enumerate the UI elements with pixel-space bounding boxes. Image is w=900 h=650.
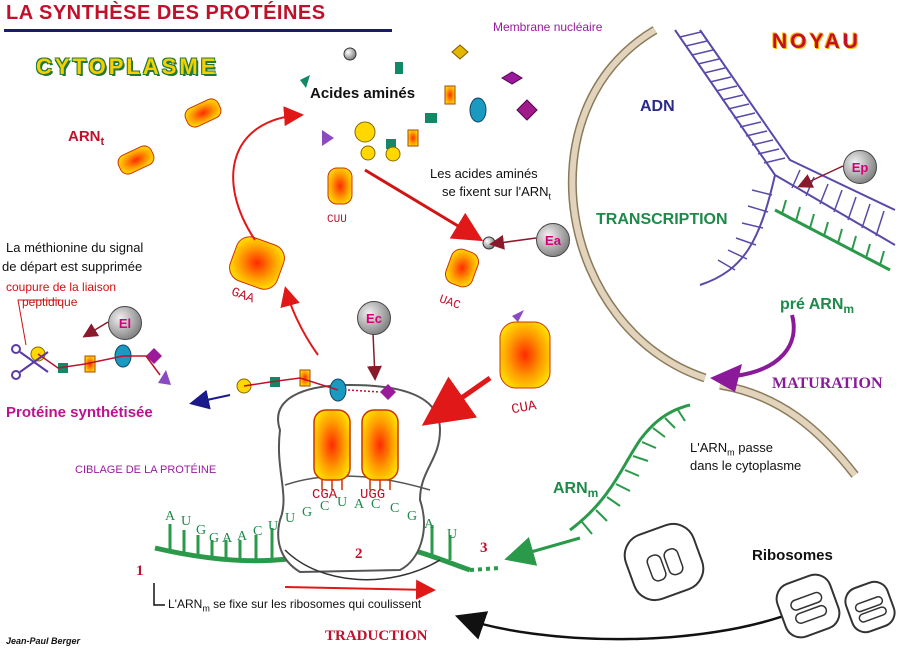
- svg-text:UAC: UAC: [437, 292, 462, 313]
- step-1-label: 1: [136, 563, 144, 579]
- svg-text:A: A: [222, 531, 233, 546]
- trna-label: ARNt: [68, 128, 105, 148]
- svg-text:U: U: [447, 527, 457, 542]
- svg-text:G: G: [407, 509, 417, 524]
- svg-text:A: A: [424, 517, 435, 532]
- methionine-note-line2: de départ est supprimée: [2, 259, 143, 274]
- mrna-pass-note-line1: L'ARNm passe: [690, 440, 773, 458]
- enzyme-ep: Ep: [843, 150, 877, 184]
- svg-text:G: G: [302, 505, 312, 520]
- peptide-cut-note-line2: peptidique: [22, 295, 78, 309]
- ribosomes-label: Ribosomes: [752, 547, 833, 564]
- trna-cuu-anticodon: CUU: [327, 214, 347, 226]
- enzyme-el: El: [108, 306, 142, 340]
- membrane-label: Membrane nucléaire: [493, 20, 603, 34]
- enzyme-ea: Ea: [536, 223, 570, 257]
- svg-text:GAA: GAA: [229, 284, 256, 306]
- aa-fix-note-line1: Les acides aminés: [430, 166, 538, 181]
- svg-text:A: A: [354, 497, 365, 512]
- svg-text:A: A: [165, 509, 176, 524]
- translation-label: TRADUCTION: [325, 628, 428, 644]
- aa-fix-note-line2: se fixent sur l'ARNt: [442, 184, 552, 202]
- svg-text:A: A: [237, 529, 248, 544]
- targeting-label: CIBLAGE DE LA PROTÉINE: [75, 464, 217, 476]
- author-credit: Jean-Paul Berger: [6, 636, 81, 646]
- svg-text:G: G: [209, 531, 219, 546]
- amino-acids-label: Acides aminés: [310, 85, 416, 102]
- svg-text:U: U: [285, 511, 295, 526]
- svg-text:C: C: [253, 524, 262, 539]
- svg-text:U: U: [337, 495, 347, 510]
- page-title: LA SYNTHÈSE DES PROTÉINES: [6, 2, 326, 24]
- ribosome-fix-note: L'ARNm se fixe sur les ribosomes qui cou…: [168, 597, 422, 614]
- title-underline: [4, 29, 392, 32]
- methionine-note-line1: La méthionine du signal: [6, 240, 144, 255]
- svg-text:C: C: [371, 497, 380, 512]
- svg-text:U: U: [268, 519, 278, 534]
- pre-mrna-label: pré ARNm: [780, 296, 855, 317]
- protein-label: Protéine synthétisée: [6, 404, 153, 421]
- step-2-label: 2: [355, 546, 363, 562]
- step-3-label: 3: [480, 540, 488, 556]
- nucleus-label: NOYAU: [772, 30, 861, 53]
- svg-text:UGG: UGG: [360, 487, 385, 503]
- svg-text:C: C: [320, 499, 329, 514]
- transcription-label: TRANSCRIPTION: [596, 211, 728, 228]
- cytoplasm-label: CYTOPLASME: [36, 54, 219, 79]
- mrna-pass-note-line2: dans le cytoplasme: [690, 458, 802, 473]
- maturation-label: MATURATION: [772, 375, 883, 392]
- svg-text:CGA: CGA: [312, 487, 338, 503]
- svg-text:CUA: CUA: [510, 398, 538, 418]
- svg-text:C: C: [390, 501, 399, 516]
- peptide-cut-note-line1: coupure de la liaison: [6, 280, 117, 294]
- enzyme-ec: Ec: [357, 301, 391, 335]
- mrna-label: ARNm: [553, 480, 599, 501]
- svg-text:U: U: [181, 514, 191, 529]
- svg-text:G: G: [196, 523, 206, 538]
- dna-label: ADN: [640, 98, 675, 115]
